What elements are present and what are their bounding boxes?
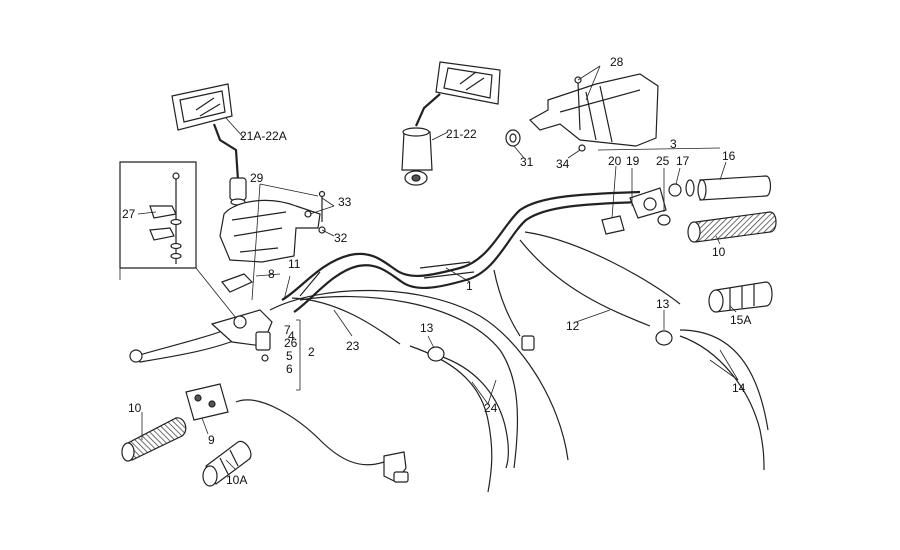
label-part-29: 29 [250, 171, 264, 185]
label-part-10A: 10A [226, 473, 247, 487]
label-part-33: 33 [338, 195, 352, 209]
right-grip-10 [687, 211, 777, 243]
label-part-4: 4 [288, 329, 295, 343]
label-part-34: 34 [556, 157, 570, 171]
label-part-23: 23 [346, 339, 360, 353]
cable-adjusters [427, 330, 673, 362]
label-part-24: 24 [484, 401, 498, 415]
label-part-11: 11 [288, 257, 301, 271]
left-switch [185, 383, 409, 483]
cables [235, 231, 769, 493]
label-part-26: 26 [284, 336, 298, 350]
handlebar [281, 190, 641, 313]
leader-lines [137, 65, 739, 471]
label-part-12: 12 [566, 319, 580, 333]
clutch-lever-assembly [129, 273, 301, 391]
label-part-25: 25 [656, 154, 670, 168]
label-part-14: 14 [732, 381, 746, 395]
left-grip-10 [121, 417, 187, 462]
right-hand-guard [505, 73, 659, 152]
label-part-16: 16 [722, 149, 736, 163]
label-part-2: 2 [308, 345, 315, 359]
label-part-10-right: 10 [712, 245, 726, 259]
label-part-5: 5 [286, 349, 293, 363]
label-part-3: 3 [670, 137, 677, 151]
label-part-28: 28 [610, 55, 624, 69]
label-part-21A-22A: 21A-22A [240, 129, 287, 143]
label-part-21-22: 21-22 [446, 127, 477, 141]
label-part-7: 7 [284, 323, 291, 337]
inset-exploded-view [119, 161, 237, 319]
label-part-8: 8 [268, 267, 275, 281]
label-part-20: 20 [608, 154, 622, 168]
label-part-27: 27 [122, 207, 136, 221]
left-mirror [171, 83, 247, 206]
label-part-31: 31 [520, 155, 534, 169]
label-part-9: 9 [208, 433, 215, 447]
label-part-32: 32 [334, 231, 348, 245]
label-part-13-left: 13 [420, 321, 434, 335]
right-mirror [401, 61, 501, 186]
label-part-10-left: 10 [128, 401, 142, 415]
throttle-assembly [601, 175, 772, 235]
label-part-6: 6 [286, 362, 293, 376]
label-part-19: 19 [626, 154, 640, 168]
part-labels: 1 2 3 4 5 6 7 8 9 10 10 10A 11 12 13 13 … [122, 55, 751, 487]
label-part-13-right: 13 [656, 297, 670, 311]
label-part-1: 1 [466, 279, 473, 293]
left-hand-guard [219, 190, 326, 263]
label-part-15A: 15A [730, 313, 751, 327]
label-part-17: 17 [676, 154, 690, 168]
grip-15A [708, 281, 773, 313]
